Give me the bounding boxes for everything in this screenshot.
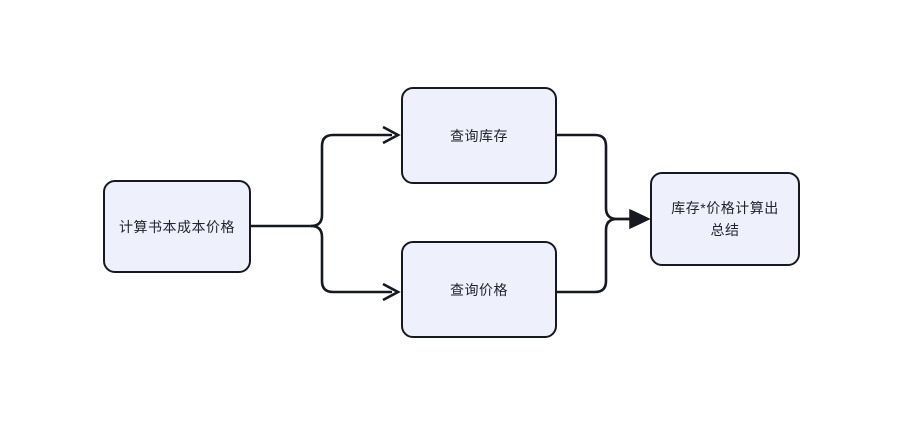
node-label: 查询价格 <box>450 281 508 298</box>
node-query-stock[interactable]: 查询库存 <box>401 87 557 184</box>
node-stock-times-price-summary[interactable]: 库存*价格计算出总结 <box>650 172 800 266</box>
arrowhead-open-to-price <box>382 282 401 302</box>
node-calculate-book-cost-price[interactable]: 计算书本成本价格 <box>103 180 251 273</box>
node-label: 库存*价格计算出总结 <box>671 200 779 238</box>
node-label: 查询库存 <box>450 127 508 144</box>
edge-start-to-stock <box>310 133 392 228</box>
edge-price-to-result <box>557 217 638 294</box>
edge-stock-to-result <box>557 133 638 221</box>
arrowhead-open-to-stock <box>382 125 401 145</box>
node-query-price[interactable]: 查询价格 <box>401 241 557 338</box>
edge-start-to-price <box>310 224 392 294</box>
node-label: 计算书本成本价格 <box>119 218 235 235</box>
arrowhead-filled-to-result <box>629 208 651 230</box>
